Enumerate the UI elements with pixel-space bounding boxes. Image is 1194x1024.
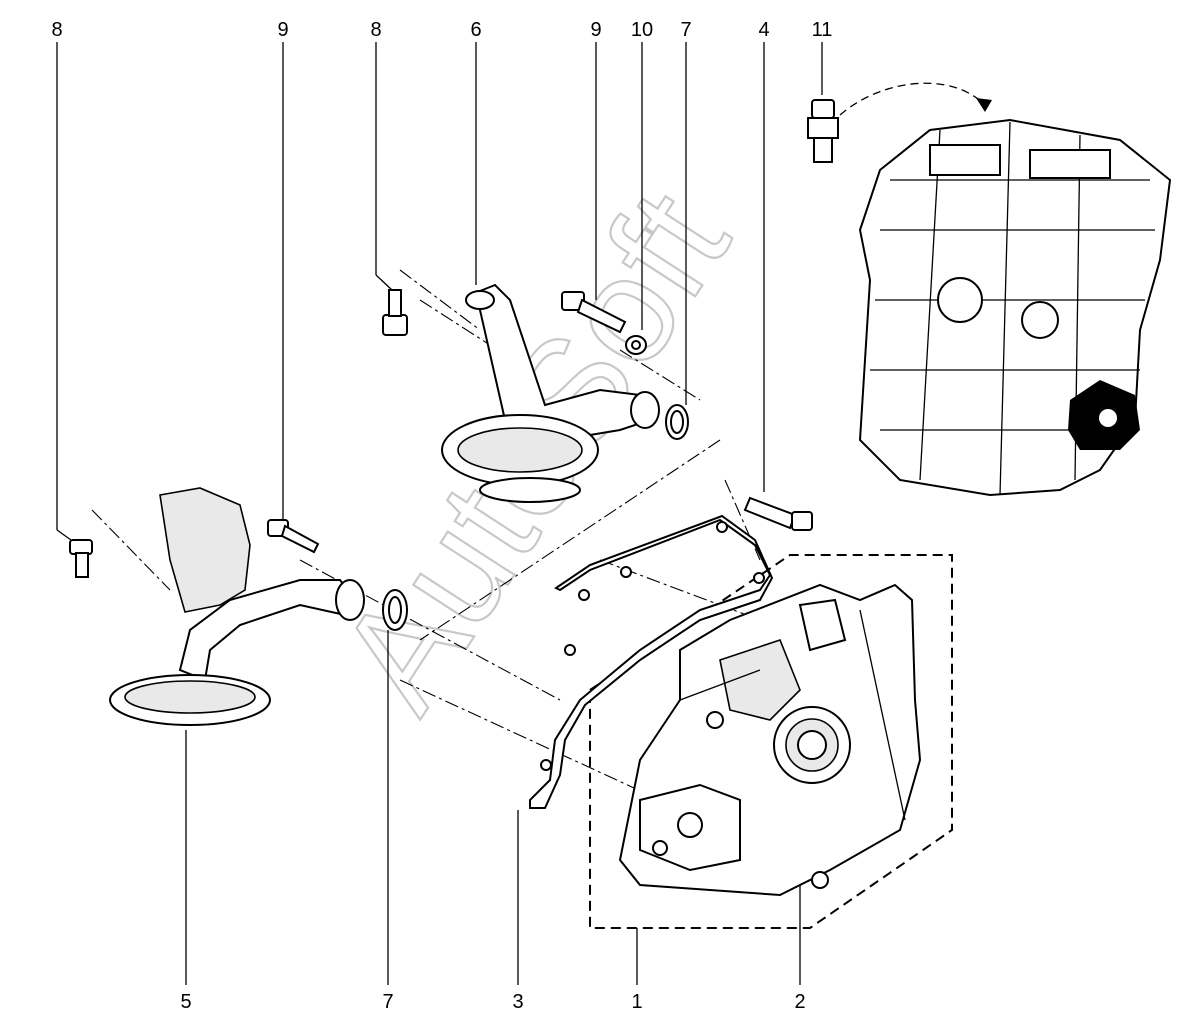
callout-11: 11 <box>812 19 833 41</box>
fasteners <box>69 99 839 631</box>
oil-pickup-top <box>441 283 660 503</box>
callout-8-top: 8 <box>370 19 381 41</box>
callout-3: 3 <box>512 991 523 1013</box>
callout-6: 6 <box>470 19 481 41</box>
oil-pickup-left <box>109 487 365 726</box>
bolt-4 <box>743 496 813 531</box>
callout-5: 5 <box>180 991 191 1013</box>
o-ring-7-left <box>382 589 408 631</box>
callout-labels: 8 9 8 6 9 10 7 4 11 5 7 3 1 2 <box>51 19 832 1013</box>
gasket <box>529 514 774 809</box>
bolt-9-left <box>267 519 320 554</box>
callout-7-bottom: 7 <box>382 991 393 1013</box>
oil-pump-housing <box>589 554 953 929</box>
callout-4: 4 <box>758 19 769 41</box>
callout-7-top: 7 <box>680 19 691 41</box>
leader-lines <box>56 42 823 985</box>
callout-2: 2 <box>794 991 805 1013</box>
callout-1: 1 <box>631 991 642 1013</box>
engine-overview <box>858 118 1172 497</box>
bolt-9-top <box>561 291 627 334</box>
bolt-8-top <box>382 289 408 336</box>
sensor-11 <box>807 99 839 163</box>
bolt-8-left <box>69 539 93 578</box>
washer-10 <box>625 335 647 355</box>
location-arrow <box>839 82 992 116</box>
callout-9-left: 9 <box>277 19 288 41</box>
callout-8-left: 8 <box>51 19 62 41</box>
o-ring-7-top <box>665 404 689 440</box>
callout-9-top: 9 <box>590 19 601 41</box>
callout-10: 10 <box>631 19 653 41</box>
